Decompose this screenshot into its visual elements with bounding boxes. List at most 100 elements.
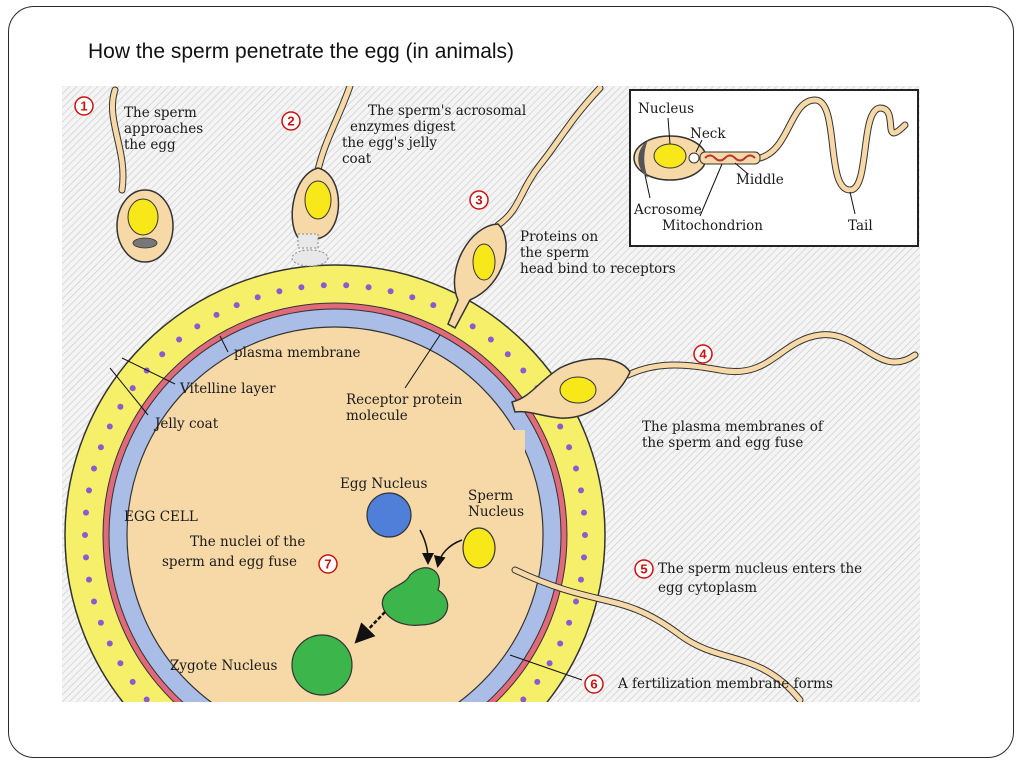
- sperm-step-5-tail: [510, 430, 804, 702]
- egg-nucleus: [366, 492, 412, 538]
- receptor-dot: [213, 311, 220, 318]
- receptor-dot: [581, 554, 587, 561]
- receptor-dot: [83, 509, 89, 516]
- receptor-dot: [573, 465, 579, 472]
- receptor-dot: [534, 678, 541, 685]
- step-5-text-a-line-1: The sperm nucleus enters the: [658, 561, 862, 577]
- receptor-dot: [520, 367, 527, 374]
- receptor-dot: [97, 619, 104, 626]
- step-2-text-a-line-1: The sperm's acrosomal: [368, 103, 526, 119]
- receptor-dot: [573, 598, 579, 605]
- step-7-text-b-line-1: sperm and egg fuse: [162, 554, 297, 570]
- receptor-dot: [546, 660, 553, 667]
- step-1-text-line-1: The sperm: [124, 105, 197, 121]
- step-2-text-c-line-2: coat: [342, 151, 372, 167]
- arrow-egg-nucleus: [419, 529, 434, 565]
- fusing-nuclei: [381, 567, 449, 626]
- receptor-dot: [159, 351, 166, 358]
- sperm-step-2: [291, 86, 354, 249]
- step-3-number: 3: [475, 193, 482, 208]
- receptor-dot: [320, 282, 327, 289]
- receptor-dot: [581, 509, 587, 516]
- step-1-text-line-2: approaches: [124, 121, 203, 137]
- step-2-number-circle: [281, 111, 301, 131]
- receptor-dot: [557, 640, 564, 647]
- receptor-dot: [430, 302, 437, 309]
- step-6-text-line-1: A fertilization membrane forms: [617, 676, 833, 692]
- sperm-nucleus-label-line-2: Nucleus: [468, 504, 524, 520]
- receptor-dot: [91, 598, 97, 605]
- sperm-nucleus: [462, 527, 496, 569]
- inset-neck-label: Neck: [690, 126, 726, 142]
- receptor-protein-label-line-2: molecule: [346, 408, 408, 424]
- step-1-text-line-3: the egg: [124, 137, 176, 153]
- sperm-anatomy-inset: [629, 89, 919, 247]
- step-4-text-line-1: The plasma membranes of: [642, 419, 824, 435]
- receptor-dot: [557, 423, 564, 430]
- step-3-text-line-2: the sperm: [520, 245, 589, 261]
- receptor-dot: [469, 323, 476, 330]
- zygote-nucleus-label: Zygote Nucleus: [170, 658, 278, 674]
- receptor-dot: [409, 294, 416, 301]
- receptor-dot: [487, 336, 494, 343]
- inset-tail-label: Tail: [848, 218, 873, 234]
- receptor-dot: [129, 385, 136, 392]
- receptor-dot: [86, 487, 92, 494]
- vitelline-layer-label: Vitelline layer: [179, 381, 276, 397]
- receptor-dot: [365, 284, 372, 291]
- step-2-number: 2: [287, 114, 294, 129]
- receptor-dot: [82, 532, 88, 538]
- receptor-dot: [97, 444, 104, 451]
- inset-nucleus-label: Nucleus: [638, 101, 694, 117]
- sperm-step-1: [108, 86, 174, 263]
- step-3-number-circle: [469, 190, 489, 210]
- egg-nucleus-label: Egg Nucleus: [340, 476, 427, 492]
- step-4-text-line-2: the sperm and egg fuse: [642, 435, 803, 451]
- receptor-dot: [520, 696, 527, 702]
- step-6-number-circle: [584, 674, 604, 694]
- receptor-dot: [387, 288, 394, 295]
- receptor-dot: [233, 302, 240, 309]
- receptor-dot: [117, 660, 124, 667]
- egg-cell: [64, 264, 606, 702]
- inset-acrosome-label: Acrosome: [633, 202, 702, 218]
- receptor-dot: [578, 487, 584, 494]
- receptor-dot: [106, 423, 113, 430]
- step-4-number: 4: [699, 347, 707, 362]
- leader-lines: [109, 334, 583, 681]
- receptor-dot: [276, 288, 283, 295]
- egg-cell-label: EGG CELL: [124, 509, 198, 525]
- step-3-text-line-3: head bind to receptors: [520, 261, 676, 277]
- receptor-dot: [298, 284, 305, 291]
- sperm-nucleus-label-line-1: Sperm: [468, 488, 513, 504]
- receptor-dot: [83, 554, 89, 561]
- receptor-dot: [86, 576, 92, 583]
- step-6-number: 6: [590, 677, 597, 692]
- step-1-number: 1: [80, 99, 87, 114]
- jelly-coat-label: Jelly coat: [153, 416, 219, 432]
- slide-title: How the sperm penetrate the egg (in anim…: [88, 40, 515, 63]
- arrow-to-zygote: [354, 611, 386, 644]
- receptor-dot: [566, 444, 573, 451]
- step-1-number-circle: [74, 96, 94, 116]
- step-7-text-a-line-1: The nuclei of the: [190, 534, 305, 550]
- receptor-dot: [582, 532, 588, 538]
- step-7-number-circle: [318, 554, 338, 574]
- sperm-step-3: [447, 86, 604, 330]
- receptor-dot: [117, 403, 124, 410]
- receptor-dot: [176, 336, 183, 343]
- step-5-number: 5: [640, 562, 647, 577]
- receptor-dot: [129, 678, 136, 685]
- step-7-number: 7: [324, 557, 331, 572]
- receptor-dot: [343, 282, 350, 289]
- zygote-nucleus: [291, 634, 353, 696]
- inset-mitochondrion-label: Mitochondrion: [662, 218, 763, 234]
- arrow-sperm-nucleus: [433, 539, 463, 568]
- receptor-dot: [578, 576, 584, 583]
- inset-middle-label: Middle: [736, 172, 784, 188]
- sperm-step-4: [511, 331, 919, 419]
- plasma-membrane-label: plasma membrane: [234, 345, 361, 361]
- step-5-number-circle: [634, 559, 654, 579]
- receptor-dot: [254, 294, 261, 301]
